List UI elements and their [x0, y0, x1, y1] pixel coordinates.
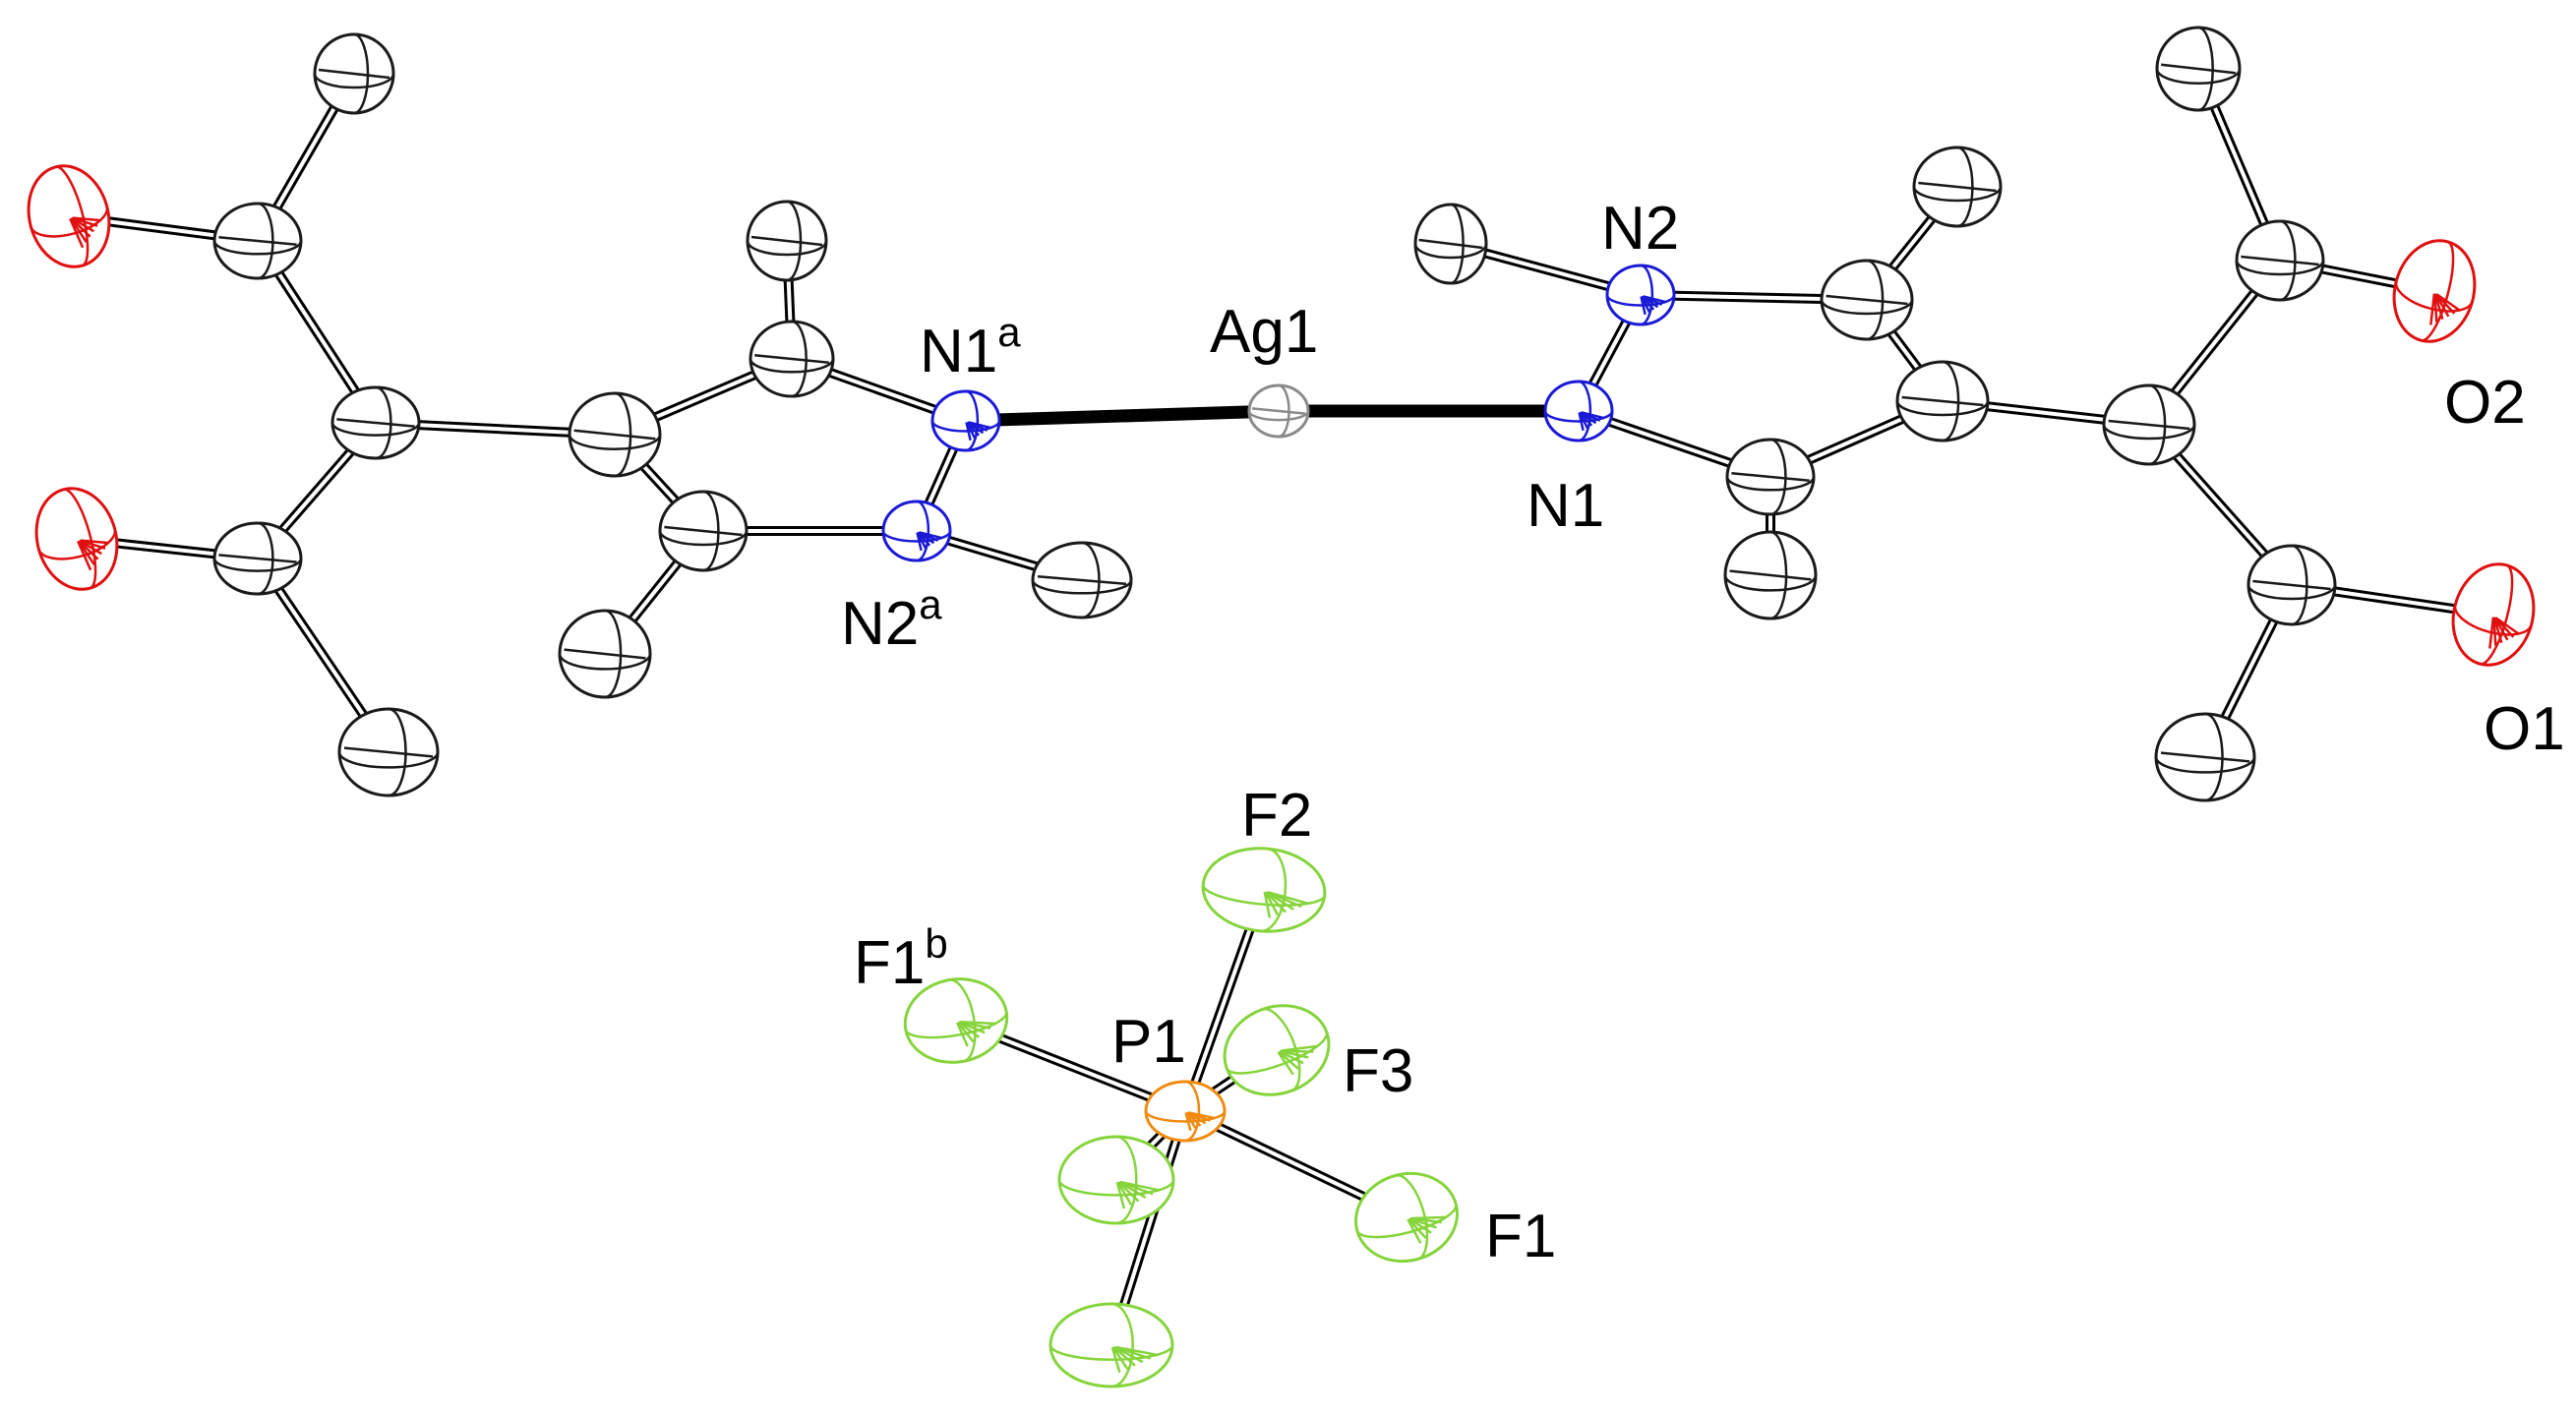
atom-c4	[212, 521, 303, 596]
atom-N1	[1543, 380, 1614, 442]
atom-c11	[1031, 541, 1133, 619]
label-f1: F1	[1485, 1203, 1556, 1270]
atom-Ag1	[1247, 383, 1310, 439]
atom-F1	[1353, 1171, 1460, 1264]
atom-N2a	[881, 500, 952, 562]
atom-d6	[1723, 530, 1818, 620]
atom-d3	[1820, 259, 1914, 341]
atom-d2	[1912, 146, 2003, 228]
label-n2a: N2a	[841, 581, 942, 658]
atom-F1b	[903, 977, 1009, 1064]
label-o2: O2	[2444, 369, 2526, 437]
atom-N2	[1605, 264, 1676, 326]
label-p1: P1	[1111, 1008, 1186, 1076]
atom-c3	[330, 385, 421, 460]
atom-c8	[746, 200, 828, 282]
atom-c1	[313, 32, 395, 115]
atom-c5	[337, 707, 440, 797]
label-ag1: Ag1	[1210, 298, 1318, 366]
label-n1: N1	[1527, 472, 1604, 540]
atom-d4	[1895, 360, 1990, 442]
label-f1b: F1b	[854, 920, 948, 997]
atom-O2	[2392, 239, 2477, 343]
atom-c7	[749, 320, 835, 398]
atom-F3	[1223, 1004, 1331, 1096]
bonds-layer	[68, 67, 2494, 1347]
atom-d9	[2155, 26, 2242, 112]
atom-F2	[1201, 847, 1327, 933]
atom-P1	[1144, 1080, 1227, 1143]
atom-d5	[1725, 438, 1816, 516]
label-n1a: N1a	[920, 309, 1021, 385]
bond-N1a-Ag1	[965, 404, 1280, 428]
atom-d8	[2235, 219, 2325, 302]
atom-d11	[2154, 712, 2256, 802]
label-f3: F3	[1343, 1037, 1413, 1105]
atom-F5	[1048, 1302, 1174, 1388]
atom-F4	[1057, 1135, 1175, 1225]
atom-d1	[1413, 203, 1488, 285]
atom-d7	[2102, 383, 2196, 466]
atoms-layer	[27, 26, 2536, 1388]
atom-Oa	[27, 164, 111, 268]
label-f2: F2	[1241, 782, 1312, 850]
atom-c10	[558, 609, 652, 699]
atom-d10	[2247, 544, 2337, 626]
atom-c2	[212, 202, 303, 280]
label-n2: N2	[1601, 195, 1679, 263]
atom-O1	[2451, 562, 2536, 667]
labels-layer: Ag1 N1 N2 N1a N2a O1 O2 P1 F1 F1b F2 F3	[841, 195, 2565, 1270]
atom-Ob	[34, 487, 119, 591]
atom-c6	[568, 391, 662, 478]
atom-c9	[658, 490, 749, 572]
atom-N1a	[930, 389, 1001, 452]
label-o1: O1	[2484, 695, 2565, 763]
